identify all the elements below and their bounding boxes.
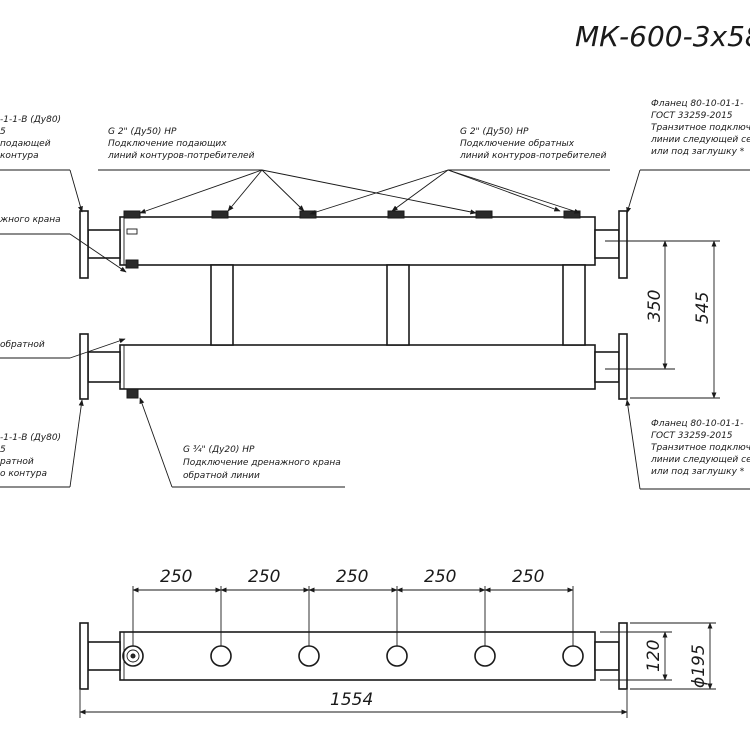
top-view [79,622,628,690]
right-nozzle-bottom [594,351,620,383]
notes: -1-1-В (Ду80) 5 подающей контура жного к… [0,99,750,481]
supply-stub-2 [211,210,229,219]
right-flange-top [618,210,628,279]
bridge-tube-3 [562,264,586,346]
left-nozzle-top [87,229,121,259]
dim-spacing-1: 250 [160,567,192,587]
dim-spacing-3: 250 [336,567,368,587]
dim-545: 545 [693,292,713,324]
left-flange-bottom [79,333,89,400]
flange-right-top-line-5: или под заглушку * [651,147,745,157]
flange-left-top-line-4: контура [0,151,39,161]
dim-120: 120 [644,640,664,672]
top-view-left-flange [79,622,89,690]
flange-left-top-line-1: -1-1-В (Ду80) [0,115,61,125]
flange-right-top-line-2: ГОСТ 33259-2015 [651,111,733,121]
flange-left-bottom-line-3: ратной [0,457,34,467]
bridge-tube-1 [210,264,234,346]
return-stub-2 [475,210,493,219]
right-nozzle-top [594,229,620,259]
flange-right-top-line-4: линии следующей сек [650,135,750,145]
drain-bottom-line-2: Подключение дренажного крана [183,458,341,468]
supply-stub-3 [299,210,317,219]
flange-left-bottom-line-2: 5 [0,445,6,455]
flange-left-top-line-2: 5 [0,127,6,137]
top-view-left-nozzle [87,641,121,671]
top-view-right-nozzle [594,641,620,671]
left-flange-top [79,210,89,279]
front-view [79,210,628,400]
flange-right-bottom-line-2: ГОСТ 33259-2015 [651,431,733,441]
drawing-title: МК-600-3х58 [575,20,750,53]
return-stub-1 [387,210,405,219]
supply-header [119,216,596,266]
flange-left-bottom-line-1: -1-1-В (Ду80) [0,433,61,443]
drain-bottom-line-1: G ¾" (Ду20) НР [183,445,255,455]
dim-1554: 1554 [330,690,373,710]
drain-fitting-top [125,259,139,269]
dim-spacing-5: 250 [512,567,544,587]
return-stub-3 [563,210,581,219]
drain-bottom-line-3: обратной линии [183,471,260,481]
return-connect-line-1: G 2" (Ду50) НР [460,127,529,137]
supply-stub-1 [123,210,141,219]
supply-connect-line-2: Подключение подающих [108,139,227,149]
drain-fitting-bottom [126,388,139,399]
dim-spacing-2: 250 [248,567,280,587]
top-view-header [119,631,596,681]
bridge-tube-2 [386,264,410,346]
gauge-port-top [126,228,138,235]
left-nozzle-bottom [87,351,121,383]
length-dimension: 1554 [79,690,628,718]
dim-195: ϕ195 [689,644,709,688]
right-flange-bottom [618,333,628,400]
flange-left-bottom-line-4: о контура [0,469,47,479]
flange-right-top-line-3: Транзитное подключ [651,123,750,133]
width-dimensions: 120 ϕ195 [600,622,716,690]
return-left-mid: обратной [0,340,45,350]
leader-lines [0,169,750,490]
drain-left-top: жного крана [0,215,61,225]
return-connect-line-3: линий контуров-потребителей [459,151,607,161]
spacing-dimensions: 250 250 250 250 250 [132,567,574,646]
flange-right-top-line-1: Фланец 80-10-01-1- [651,99,744,109]
top-view-right-flange [618,622,628,690]
dim-spacing-4: 250 [424,567,456,587]
flange-right-bottom-line-5: или под заглушку * [651,467,745,477]
dim-350: 350 [645,290,665,322]
return-header [119,344,596,390]
flange-right-bottom-line-3: Транзитное подключ [651,443,750,453]
flange-left-top-line-3: подающей [0,139,51,149]
return-connect-line-2: Подключение обратных [460,139,575,149]
height-dimensions: 350 545 [605,240,720,399]
supply-connect-line-3: линий контуров-потребителей [107,151,255,161]
supply-connect-line-1: G 2" (Ду50) НР [108,127,177,137]
flange-right-bottom-line-4: линии следующей сек [650,455,750,465]
flange-right-bottom-line-1: Фланец 80-10-01-1- [651,419,744,429]
